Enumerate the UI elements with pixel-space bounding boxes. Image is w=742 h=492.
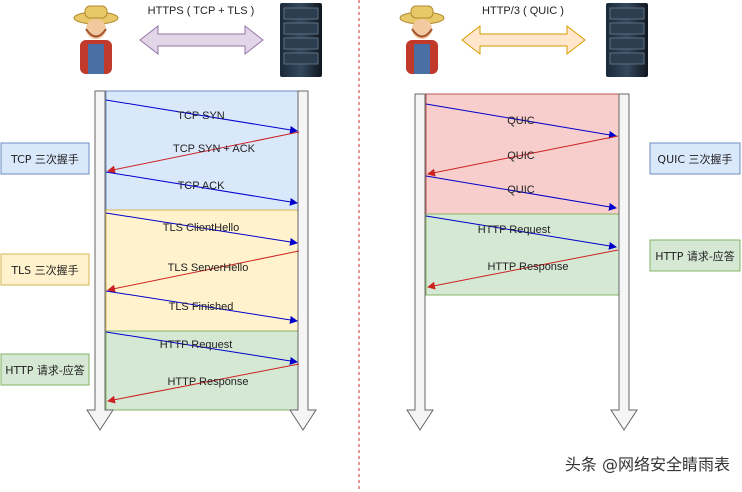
tcp-handshake-tag-label: TCP 三次握手: [10, 152, 79, 166]
quic-label-1: QUIC: [507, 115, 535, 127]
right-http-request-label: HTTP Request: [478, 224, 551, 236]
left-http-request-label: HTTP Request: [160, 339, 233, 351]
tls-serverhello-arrow: [107, 250, 300, 293]
tls-handshake-tag-label: TLS 三次握手: [10, 263, 78, 277]
tls-handshake-tag: [0, 253, 90, 286]
tcp-handshake-tag: [0, 142, 90, 175]
quic-arrow-3: [425, 175, 617, 211]
left-double-arrow: [139, 24, 264, 56]
right-http-tag-label: HTTP 请求-应答: [655, 249, 735, 263]
left-http-response-label: HTTP Response: [167, 376, 248, 388]
quic-arrow-2: [427, 135, 619, 177]
tcp-handshake-phase: [105, 90, 300, 211]
right-server-timeline: [610, 93, 638, 431]
quic-label-3: QUIC: [507, 184, 535, 196]
tls-finished-arrow: [105, 290, 298, 324]
right-server-icon: [606, 3, 648, 77]
tcp-syn-ack-label: TCP SYN + ACK: [173, 143, 256, 155]
quic-handshake-phase: [425, 93, 620, 215]
tcp-ack-arrow: [105, 171, 298, 206]
left-http-response-arrow: [107, 363, 300, 404]
left-client-timeline: [86, 90, 114, 431]
right-double-arrow: [461, 24, 586, 56]
tcp-syn-arrow: [105, 99, 298, 134]
left-server-timeline: [289, 90, 317, 431]
quic-handshake-tag-label: QUIC 三次握手: [657, 152, 732, 166]
quic-arrow-1: [425, 103, 617, 139]
tls-serverhello-label: TLS ServerHello: [168, 262, 249, 274]
right-http-response-arrow: [427, 249, 619, 290]
right-client-icon: [399, 5, 445, 74]
left-server-icon: [280, 3, 322, 77]
tcp-ack-label: TCP ACK: [178, 180, 226, 192]
watermark-text: 头条 @网络安全睛雨表: [565, 455, 730, 474]
quic-handshake-tag: [649, 142, 741, 175]
quic-label-2: QUIC: [507, 150, 535, 162]
left-http-tag-label: HTTP 请求-应答: [5, 363, 85, 377]
right-client-timeline: [406, 93, 434, 431]
right-title: HTTP/3 ( QUIC ): [482, 5, 564, 17]
tcp-syn-label: TCP SYN: [177, 110, 225, 122]
tls-clienthello-label: TLS ClientHello: [163, 222, 239, 234]
tls-clienthello-arrow: [105, 212, 298, 246]
tls-finished-label: TLS Finished: [169, 301, 234, 313]
right-http-request-arrow: [425, 215, 617, 250]
left-title: HTTPS ( TCP + TLS ): [148, 5, 255, 17]
left-client-icon: [73, 5, 119, 74]
right-http-tag: [649, 239, 741, 272]
right-http-response-label: HTTP Response: [487, 261, 568, 273]
left-http-request-arrow: [105, 331, 298, 365]
tcp-syn-ack-arrow: [107, 131, 300, 174]
left-http-tag: [0, 353, 90, 386]
